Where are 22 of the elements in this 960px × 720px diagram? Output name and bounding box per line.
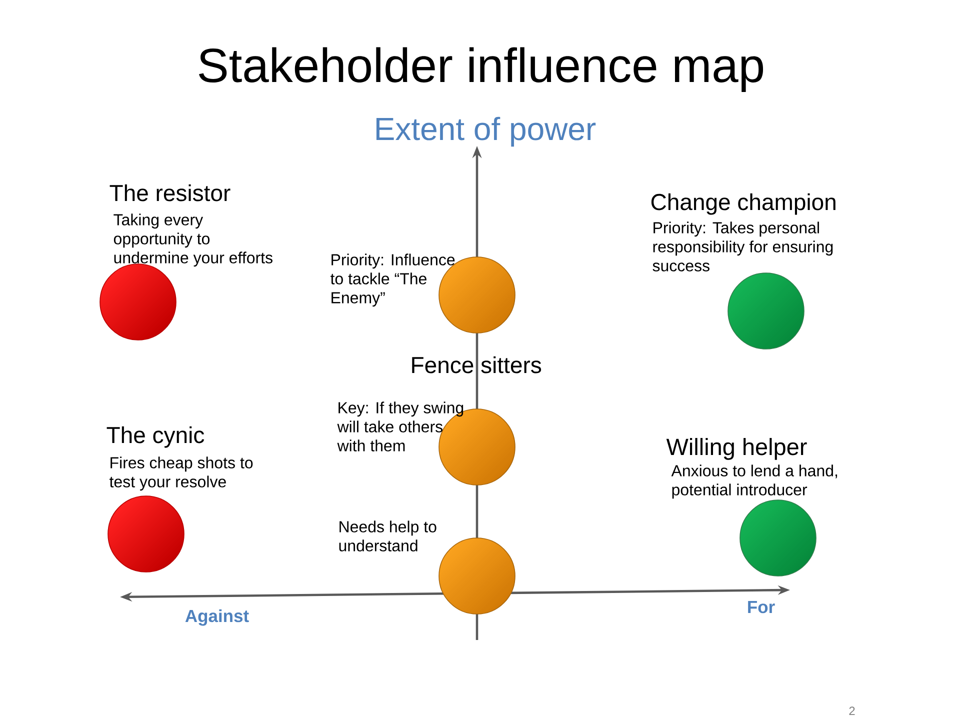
axis-label: For [748, 600, 775, 614]
description: Key: If they swing will take others with them [337, 402, 464, 452]
axis-label: Against [185, 609, 249, 626]
stakeholder-circle [100, 264, 176, 340]
stakeholder-circle [740, 500, 816, 576]
description: Anxious to lend a hand, potential introducer [671, 464, 838, 499]
description: Priority: Takes personal responsibility for ensuring success [652, 222, 833, 272]
axis-title: Extent of power [376, 116, 596, 147]
stakeholder-circle [728, 272, 804, 350]
description: Needs help to understand [339, 520, 436, 552]
description: Priority: Influence to tackle “The Enemy” [330, 254, 455, 307]
role-heading: Change champion [651, 193, 836, 215]
stakeholder-circle [108, 496, 184, 572]
description: Fires cheap shots to test your resolve [110, 456, 253, 491]
role-heading: Willing helper [666, 438, 807, 460]
role-heading: The resistor [110, 184, 230, 202]
title: Stakeholder influence map [199, 47, 764, 92]
page-number: 2 [849, 706, 855, 715]
stakeholder-circle [438, 538, 516, 614]
group-label: Fence sitters [412, 356, 542, 374]
description: Taking every opportunity to undermine your efforts [114, 214, 272, 267]
role-heading: The cynic [106, 426, 204, 448]
